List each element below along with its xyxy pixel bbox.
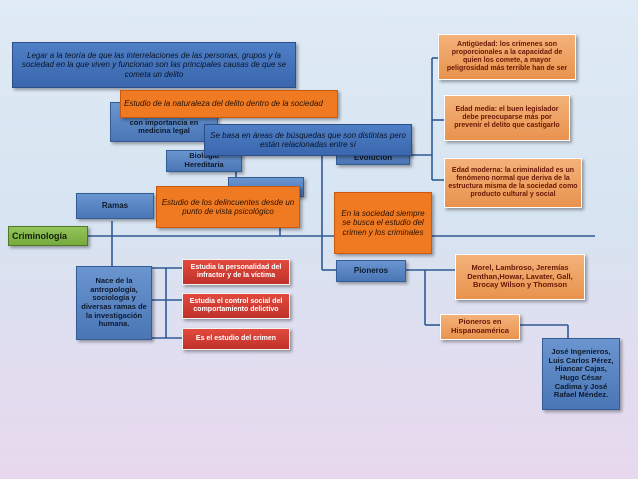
hispano-list-label: José Ingenieros, Luis Carlos Pérez, Hian… — [548, 347, 614, 400]
criminologia-label: Criminología — [12, 230, 68, 241]
note-estudio-naturaleza-text: Estudio de la naturaleza del delito dent… — [124, 99, 323, 109]
note-areas-text: Se basa en áreas de búsquedas que son di… — [210, 130, 406, 149]
note-delincuentes[interactable]: Estudio de los delincuentes desde un pun… — [156, 186, 300, 228]
antiguedad-label: Antigüedad: los crímenes son proporciona… — [446, 40, 568, 73]
estudia-personalidad-label: Estudia la personalidad del infractor y … — [190, 263, 282, 279]
pioneros-list-label: Morel, Lambroso, Jeremías Denthan,Howar,… — [467, 263, 573, 290]
pioneros-node[interactable]: Pioneros — [336, 260, 406, 282]
edad-moderna-label: Edad moderna: la criminalidad es un fenó… — [448, 166, 578, 199]
evolucion-label: Evolución — [353, 152, 393, 162]
ramas-node[interactable]: Ramas — [76, 193, 154, 219]
es-estudio-label: Es el estudio del crimen — [195, 334, 277, 342]
estudia-personalidad-node[interactable]: Estudia la personalidad del infractor y … — [182, 259, 290, 285]
note-legar[interactable]: Legar a la teoría de que las interrelaci… — [12, 42, 296, 88]
antiguedad-node[interactable]: Antigüedad: los crímenes son proporciona… — [438, 34, 576, 80]
medicina-legal-label: con importancia en medicina legal — [129, 117, 199, 136]
note-sociedad[interactable]: En la sociedad siempre se busca el estud… — [334, 192, 432, 254]
nace-label: Nace de la antropología, sociología y di… — [81, 276, 147, 329]
criminologia-root[interactable]: Criminología — [8, 226, 88, 246]
note-legar-text: Legar a la teoría de que las interrelaci… — [21, 51, 287, 79]
note-estudio-naturaleza[interactable]: Estudio de la naturaleza del delito dent… — [120, 90, 338, 118]
pioneros-list-node[interactable]: Morel, Lambroso, Jeremías Denthan,Howar,… — [455, 254, 585, 300]
estudia-control-label: Estudia el control social del comportami… — [189, 297, 283, 313]
note-sociedad-text: En la sociedad siempre se busca el estud… — [341, 209, 425, 237]
note-delincuentes-text: Estudio de los delincuentes desde un pun… — [161, 197, 295, 216]
nace-node[interactable]: Nace de la antropología, sociología y di… — [76, 266, 152, 340]
pioneros-hispano-label: Pioneros en Hispanoamérica — [451, 317, 509, 335]
edad-moderna-node[interactable]: Edad moderna: la criminalidad es un fenó… — [444, 158, 582, 208]
es-estudio-node[interactable]: Es el estudio del crimen — [182, 328, 290, 350]
edad-media-node[interactable]: Edad media: el buen legislador debe preo… — [444, 95, 570, 141]
edad-media-label: Edad media: el buen legislador debe preo… — [454, 105, 560, 130]
hispano-list-node[interactable]: José Ingenieros, Luis Carlos Pérez, Hian… — [542, 338, 620, 410]
pioneros-label: Pioneros — [353, 266, 389, 276]
ramas-label: Ramas — [101, 201, 129, 211]
pioneros-hispano-node[interactable]: Pioneros en Hispanoamérica — [440, 314, 520, 340]
estudia-control-node[interactable]: Estudia el control social del comportami… — [182, 293, 290, 319]
note-areas[interactable]: Se basa en áreas de búsquedas que son di… — [204, 124, 412, 156]
